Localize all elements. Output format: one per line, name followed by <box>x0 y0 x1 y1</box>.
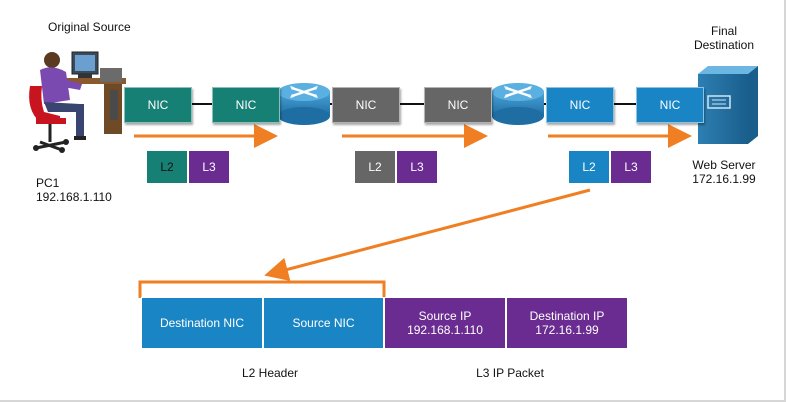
destination-name: Web Server <box>692 158 756 172</box>
segment1-l2-tag: L2 <box>146 150 188 184</box>
segment1-l3-tag: L3 <box>188 150 230 184</box>
router-icon <box>278 83 330 125</box>
nic-pc1: NIC <box>124 87 192 123</box>
segment2-l2-tag: L2 <box>354 150 396 184</box>
frame-destination-ip-value: 172.16.1.99 <box>535 323 599 337</box>
destination-heading-line2: Destination <box>693 38 755 52</box>
segment3-l3-tag: L3 <box>610 150 652 184</box>
l2-header-bracket <box>138 280 386 298</box>
segment2-l3-tag: L3 <box>396 150 438 184</box>
source-name: PC1 <box>36 176 60 190</box>
nic-router1-left: NIC <box>212 87 280 123</box>
segment3-l2-tag: L2 <box>568 150 610 184</box>
frame-destination-nic: Destination NIC <box>141 297 263 349</box>
nic-router2-right: NIC <box>546 87 614 123</box>
destination-heading-line1: Final <box>710 24 737 38</box>
nic-router1-right: NIC <box>332 87 400 123</box>
flow-arrows <box>134 124 692 282</box>
nic-router2-left: NIC <box>424 87 492 123</box>
source-heading: Original Source <box>48 20 131 34</box>
frame-destination-ip: Destination IP 172.16.1.99 <box>506 297 628 349</box>
source-ip: 192.168.1.110 <box>36 190 112 204</box>
frame-source-ip: Source IP 192.168.1.110 <box>384 297 506 349</box>
pc-user-icon <box>29 51 126 153</box>
l3-packet-caption: L3 IP Packet <box>476 366 544 380</box>
destination-heading: Final Destination <box>686 24 762 52</box>
frame-source-nic-label: Source NIC <box>292 316 355 330</box>
frame-source-nic: Source NIC <box>263 297 384 349</box>
frame-source-ip-label: Source IP <box>418 309 472 323</box>
frame-destination-nic-label: Destination NIC <box>159 316 245 330</box>
server-icon <box>698 66 758 144</box>
frame-source-ip-value: 192.168.1.110 <box>407 323 483 337</box>
router-icon <box>492 83 544 125</box>
nic-web-server: NIC <box>636 87 704 123</box>
frame-destination-ip-label: Destination IP <box>529 309 605 323</box>
l2-header-caption: L2 Header <box>241 366 299 380</box>
destination-ip: 172.16.1.99 <box>692 172 756 186</box>
